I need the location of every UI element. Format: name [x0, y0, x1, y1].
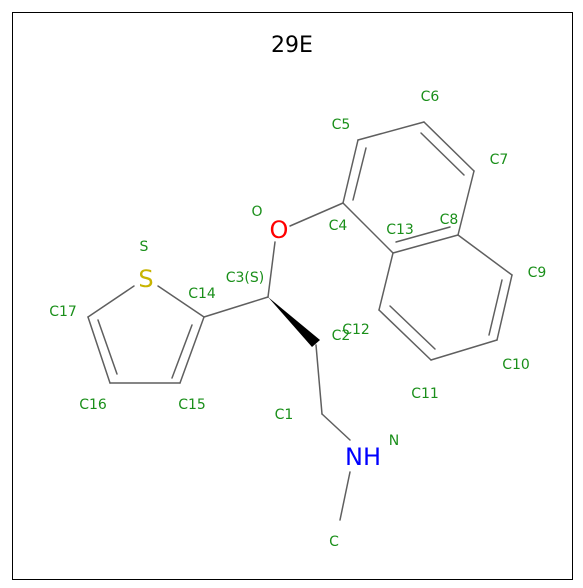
bond-c6-c7-inner: [420, 132, 465, 176]
bond-c8-c13-inner: [395, 226, 451, 243]
bond-c4-c5: [342, 139, 359, 204]
bond-c11-c12-inner: [389, 305, 436, 350]
atom-name-c2: C2: [332, 328, 351, 344]
atom-nitrogen: NH: [345, 443, 381, 471]
atom-name-c12: C12: [342, 322, 370, 338]
bond-c2-c1: [315, 344, 323, 415]
bond-c14-c15: [179, 316, 205, 384]
bond-c16-c17: [87, 316, 111, 384]
atom-name-c4: C4: [329, 218, 348, 234]
bond-c9-c10-inner: [488, 279, 503, 336]
bond-c6-c7: [423, 121, 475, 172]
bonds: [87, 121, 513, 521]
bond-c14-c3: [203, 296, 269, 318]
atom-oxygen: O: [270, 216, 289, 244]
atom-name-c7: C7: [490, 152, 509, 168]
bond-c5-c6: [357, 121, 425, 141]
atom-name-c11: C11: [411, 386, 439, 402]
atom-name-n: N: [389, 433, 399, 449]
atom-sulfur: S: [138, 265, 153, 293]
wedge-bond-c3-c2: [268, 297, 320, 347]
bond-c9-c10: [496, 274, 513, 341]
bond-c8-c9: [457, 234, 513, 276]
bond-c8-c13: [392, 234, 459, 254]
bond-c17-s: [87, 285, 135, 318]
bond-c12-c13: [378, 252, 394, 311]
bond-c1-n: [321, 413, 351, 441]
bond-c4-c5-inner: [352, 147, 367, 201]
atom-name-c1: C1: [275, 407, 294, 423]
figure-border: [12, 12, 573, 580]
molecule-title: 29E: [271, 33, 313, 58]
atom-name-c8: C8: [440, 212, 459, 228]
atom-name-c6: C6: [421, 89, 440, 105]
bond-c13-c4: [342, 202, 394, 254]
atom-name-c17: C17: [49, 304, 77, 320]
bond-s-c14: [157, 285, 205, 318]
atom-name-c14: C14: [188, 286, 216, 302]
bond-c14-c15-inner: [171, 324, 193, 379]
bond-c16-c17-inner: [97, 319, 118, 375]
bond-c7-c8: [457, 170, 475, 236]
atom-name-c15: C15: [178, 397, 206, 413]
atom-name-o: O: [251, 204, 262, 220]
atom-name-c13: C13: [386, 222, 414, 238]
bond-o-c4: [289, 202, 344, 227]
atom-name-s: S: [140, 239, 149, 255]
atom-name-c10: C10: [502, 357, 530, 373]
bond-n-c: [339, 471, 351, 521]
bond-c11-c12: [378, 309, 432, 361]
atom-name-labels: O S N C C1 C2 C3(S) C4 C5 C6 C7 C8 C9 C1…: [49, 89, 546, 550]
bond-c10-c11: [430, 339, 498, 361]
bond-c3-o: [267, 241, 276, 298]
atom-name-c3: C3(S): [226, 270, 265, 286]
atom-name-c9: C9: [528, 265, 547, 281]
atom-name-c16: C16: [79, 397, 107, 413]
atom-name-c: C: [329, 534, 339, 550]
atom-name-c5: C5: [332, 117, 351, 133]
